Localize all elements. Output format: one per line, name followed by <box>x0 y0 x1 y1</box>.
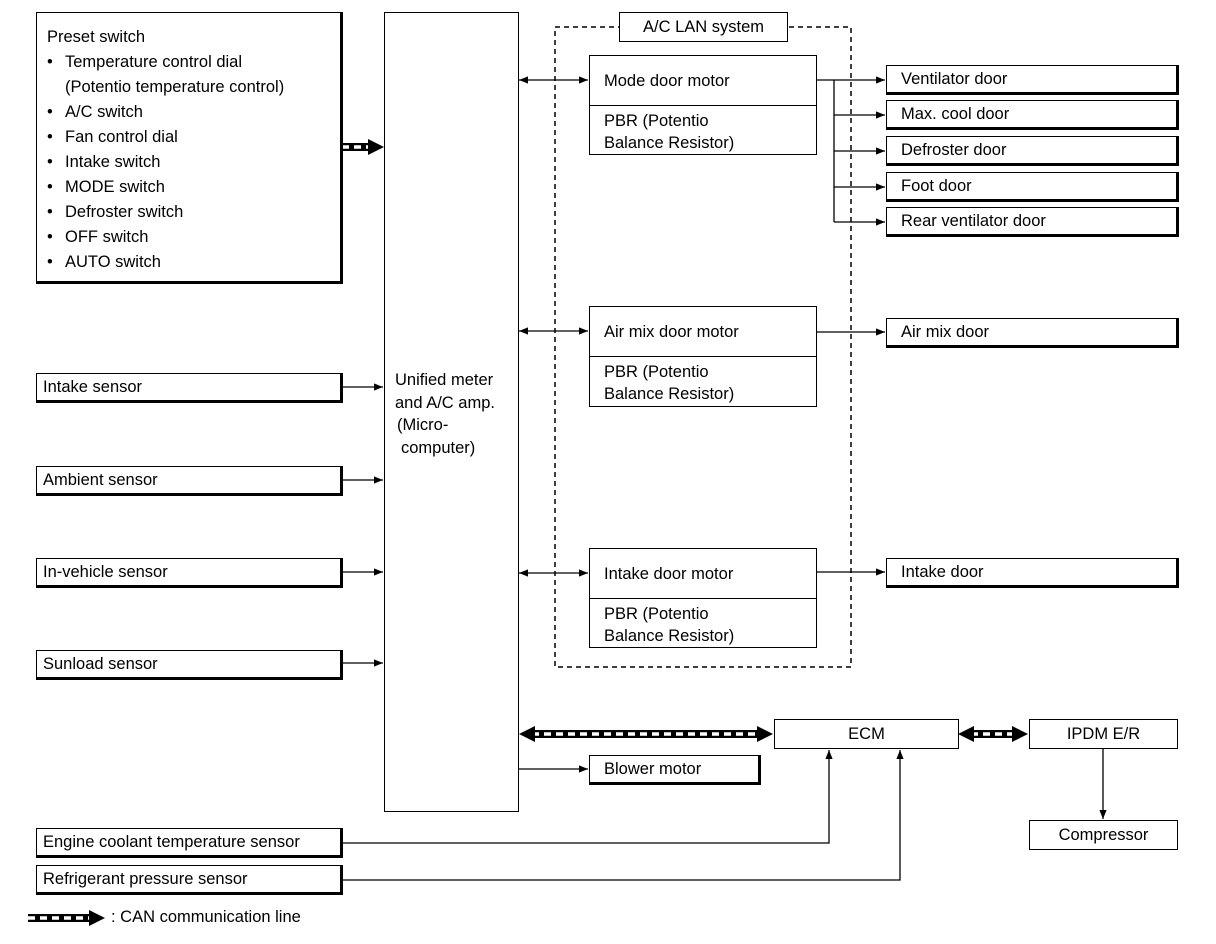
compressor-label: Compressor <box>1058 826 1149 844</box>
engine-coolant-sensor-label: Engine coolant temperature sensor <box>43 833 300 851</box>
list-item: AUTO switch <box>41 250 284 275</box>
line-engine-coolant-ecm <box>342 750 833 844</box>
ipdm-box: IPDM E/R <box>1029 719 1178 749</box>
legend-can-label: : CAN communication line <box>111 908 301 926</box>
intake-door-motor-label: Intake door motor <box>604 564 734 583</box>
unified-meter-amp-box: Unified meter and A/C amp. (Micro- compu… <box>384 12 519 812</box>
air-mix-door-box: Air mix door <box>886 318 1179 348</box>
list-item: Intake switch <box>41 150 284 175</box>
max-cool-door-label: Max. cool door <box>901 105 1010 123</box>
intake-sensor-box: Intake sensor <box>36 373 343 403</box>
compressor-box: Compressor <box>1029 820 1178 850</box>
intake-pbr-line2: Balance Resistor) <box>604 627 735 645</box>
mode-pbr-line2: Balance Resistor) <box>604 134 735 152</box>
mode-door-motor-box: Mode door motor PBR (Potentio Balance Re… <box>589 55 817 155</box>
can-line-ecm-ipdm <box>958 726 1028 742</box>
ecm-box: ECM <box>774 719 959 749</box>
airmix-pbr-line1: PBR (Potentio <box>604 363 709 381</box>
can-line-amp-ecm <box>519 726 773 742</box>
amp-label-line3: (Micro- <box>397 416 449 434</box>
amp-label-line2: and A/C amp. <box>395 393 495 412</box>
refrigerant-sensor-label: Refrigerant pressure sensor <box>43 870 248 888</box>
air-mix-door-motor-label: Air mix door motor <box>604 322 739 341</box>
preset-switch-title: Preset switch <box>47 28 146 46</box>
foot-door-label: Foot door <box>901 177 972 195</box>
sunload-sensor-label: Sunload sensor <box>43 655 158 673</box>
in-vehicle-sensor-label: In-vehicle sensor <box>43 563 168 581</box>
rear-ventilator-door-box: Rear ventilator door <box>886 207 1179 237</box>
list-item: Defroster switch <box>41 200 284 225</box>
lan-title-box: A/C LAN system <box>619 12 788 42</box>
refrigerant-sensor-box: Refrigerant pressure sensor <box>36 865 343 895</box>
list-item: OFF switch <box>41 225 284 250</box>
airmix-pbr-line2: Balance Resistor) <box>604 385 735 403</box>
air-mix-door-label: Air mix door <box>901 323 990 341</box>
ambient-sensor-label: Ambient sensor <box>43 471 158 489</box>
rear-ventilator-door-label: Rear ventilator door <box>901 212 1046 230</box>
blower-motor-label: Blower motor <box>604 760 702 778</box>
ventilator-door-box: Ventilator door <box>886 65 1179 95</box>
air-mix-door-motor-box: Air mix door motor PBR (Potentio Balance… <box>589 306 817 407</box>
engine-coolant-sensor-box: Engine coolant temperature sensor <box>36 828 343 858</box>
lan-title: A/C LAN system <box>642 18 765 36</box>
line-refrigerant-ecm <box>342 750 904 881</box>
legend-can-symbol <box>28 910 105 926</box>
ambient-sensor-box: Ambient sensor <box>36 466 343 496</box>
amp-label-line1: Unified meter <box>395 371 494 389</box>
can-line-preset <box>342 139 384 155</box>
blower-motor-box: Blower motor <box>589 755 761 785</box>
defroster-door-label: Defroster door <box>901 141 1007 159</box>
mode-pbr-line1: PBR (Potentio <box>604 112 709 130</box>
intake-sensor-label: Intake sensor <box>43 378 143 396</box>
ipdm-label: IPDM E/R <box>1066 725 1141 743</box>
defroster-door-box: Defroster door <box>886 136 1179 166</box>
list-item: MODE switch <box>41 175 284 200</box>
preset-switch-box: Preset switch Temperature control dial(P… <box>36 12 343 284</box>
list-item: A/C switch <box>41 100 284 125</box>
preset-switch-list: Temperature control dial(Potentio temper… <box>41 50 284 275</box>
ecm-label: ECM <box>848 725 885 743</box>
list-item: Fan control dial <box>41 125 284 150</box>
foot-door-box: Foot door <box>886 172 1179 202</box>
max-cool-door-box: Max. cool door <box>886 100 1179 130</box>
mode-door-branches <box>816 76 885 226</box>
intake-door-label: Intake door <box>901 563 984 581</box>
intake-door-box: Intake door <box>886 558 1179 588</box>
in-vehicle-sensor-box: In-vehicle sensor <box>36 558 343 588</box>
mode-door-motor-label: Mode door motor <box>604 71 730 90</box>
amp-label-line4: computer) <box>401 438 476 457</box>
ventilator-door-label: Ventilator door <box>901 70 1008 88</box>
list-item: Temperature control dial(Potentio temper… <box>41 50 284 100</box>
intake-door-motor-box: Intake door motor PBR (Potentio Balance … <box>589 548 817 648</box>
intake-pbr-line1: PBR (Potentio <box>604 605 709 623</box>
sunload-sensor-box: Sunload sensor <box>36 650 343 680</box>
